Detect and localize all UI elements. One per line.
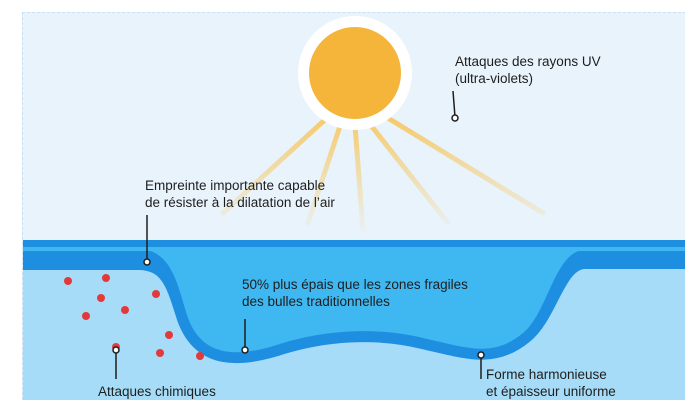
imprint-label-line: Empreinte importante capable [145,178,326,193]
imprint-label: Empreinte importante capable de résister… [145,177,335,211]
chemical-leader-dot [112,346,120,354]
sun-icon [309,27,401,119]
chemical-dot [82,312,90,320]
chemical-dot [152,290,160,298]
bubble-interior [23,249,685,353]
sun-ray [380,112,546,216]
thickness-label-line: 50% plus épais que les zones fragiles [242,277,468,292]
chemical-dot [102,274,110,282]
uv-attack-label-line: (ultra-violets) [455,71,534,86]
thickness-label-line: des bulles traditionnelles [242,294,390,309]
chemical-attack-label-line: Attaques chimiques [98,384,216,399]
sun-ray [352,122,366,234]
uv-attack-label: Attaques des rayons UV (ultra-violets) [455,53,601,87]
sun-ray [366,120,451,226]
film-top-highlight [23,247,685,251]
leader-lines [112,90,485,379]
shape-label-line: Forme harmonieuse [486,367,607,382]
uv-leader-line [452,90,456,118]
thickness-leader-dot [241,346,249,354]
thickness-label: 50% plus épais que les zones fragiles de… [242,276,468,310]
imprint-label-line: de résister à la dilatation de l’air [145,195,335,210]
chemical-dot [64,277,72,285]
chemical-dot [196,352,204,360]
uv-attack-label-line: Attaques des rayons UV [455,54,601,69]
shape-label-line: et épaisseur uniforme [486,384,616,399]
sun-ray [220,114,331,216]
illustration-frame: Attaques des rayons UV (ultra-violets) E… [22,12,685,400]
sun-ray [305,120,344,226]
bubble-film-diagram [23,16,685,400]
sun-rays [220,112,546,234]
shape-leader-dot [477,351,485,359]
shape-label: Forme harmonieuse et épaisseur uniforme [486,366,616,400]
uv-leader-dot [451,114,459,122]
chemical-dot [97,294,105,302]
chemical-dot [121,306,129,314]
chemical-dot [156,349,164,357]
imprint-leader-dot [143,258,151,266]
chemical-dot [165,331,173,339]
chemical-attack-label: Attaques chimiques [98,383,216,400]
